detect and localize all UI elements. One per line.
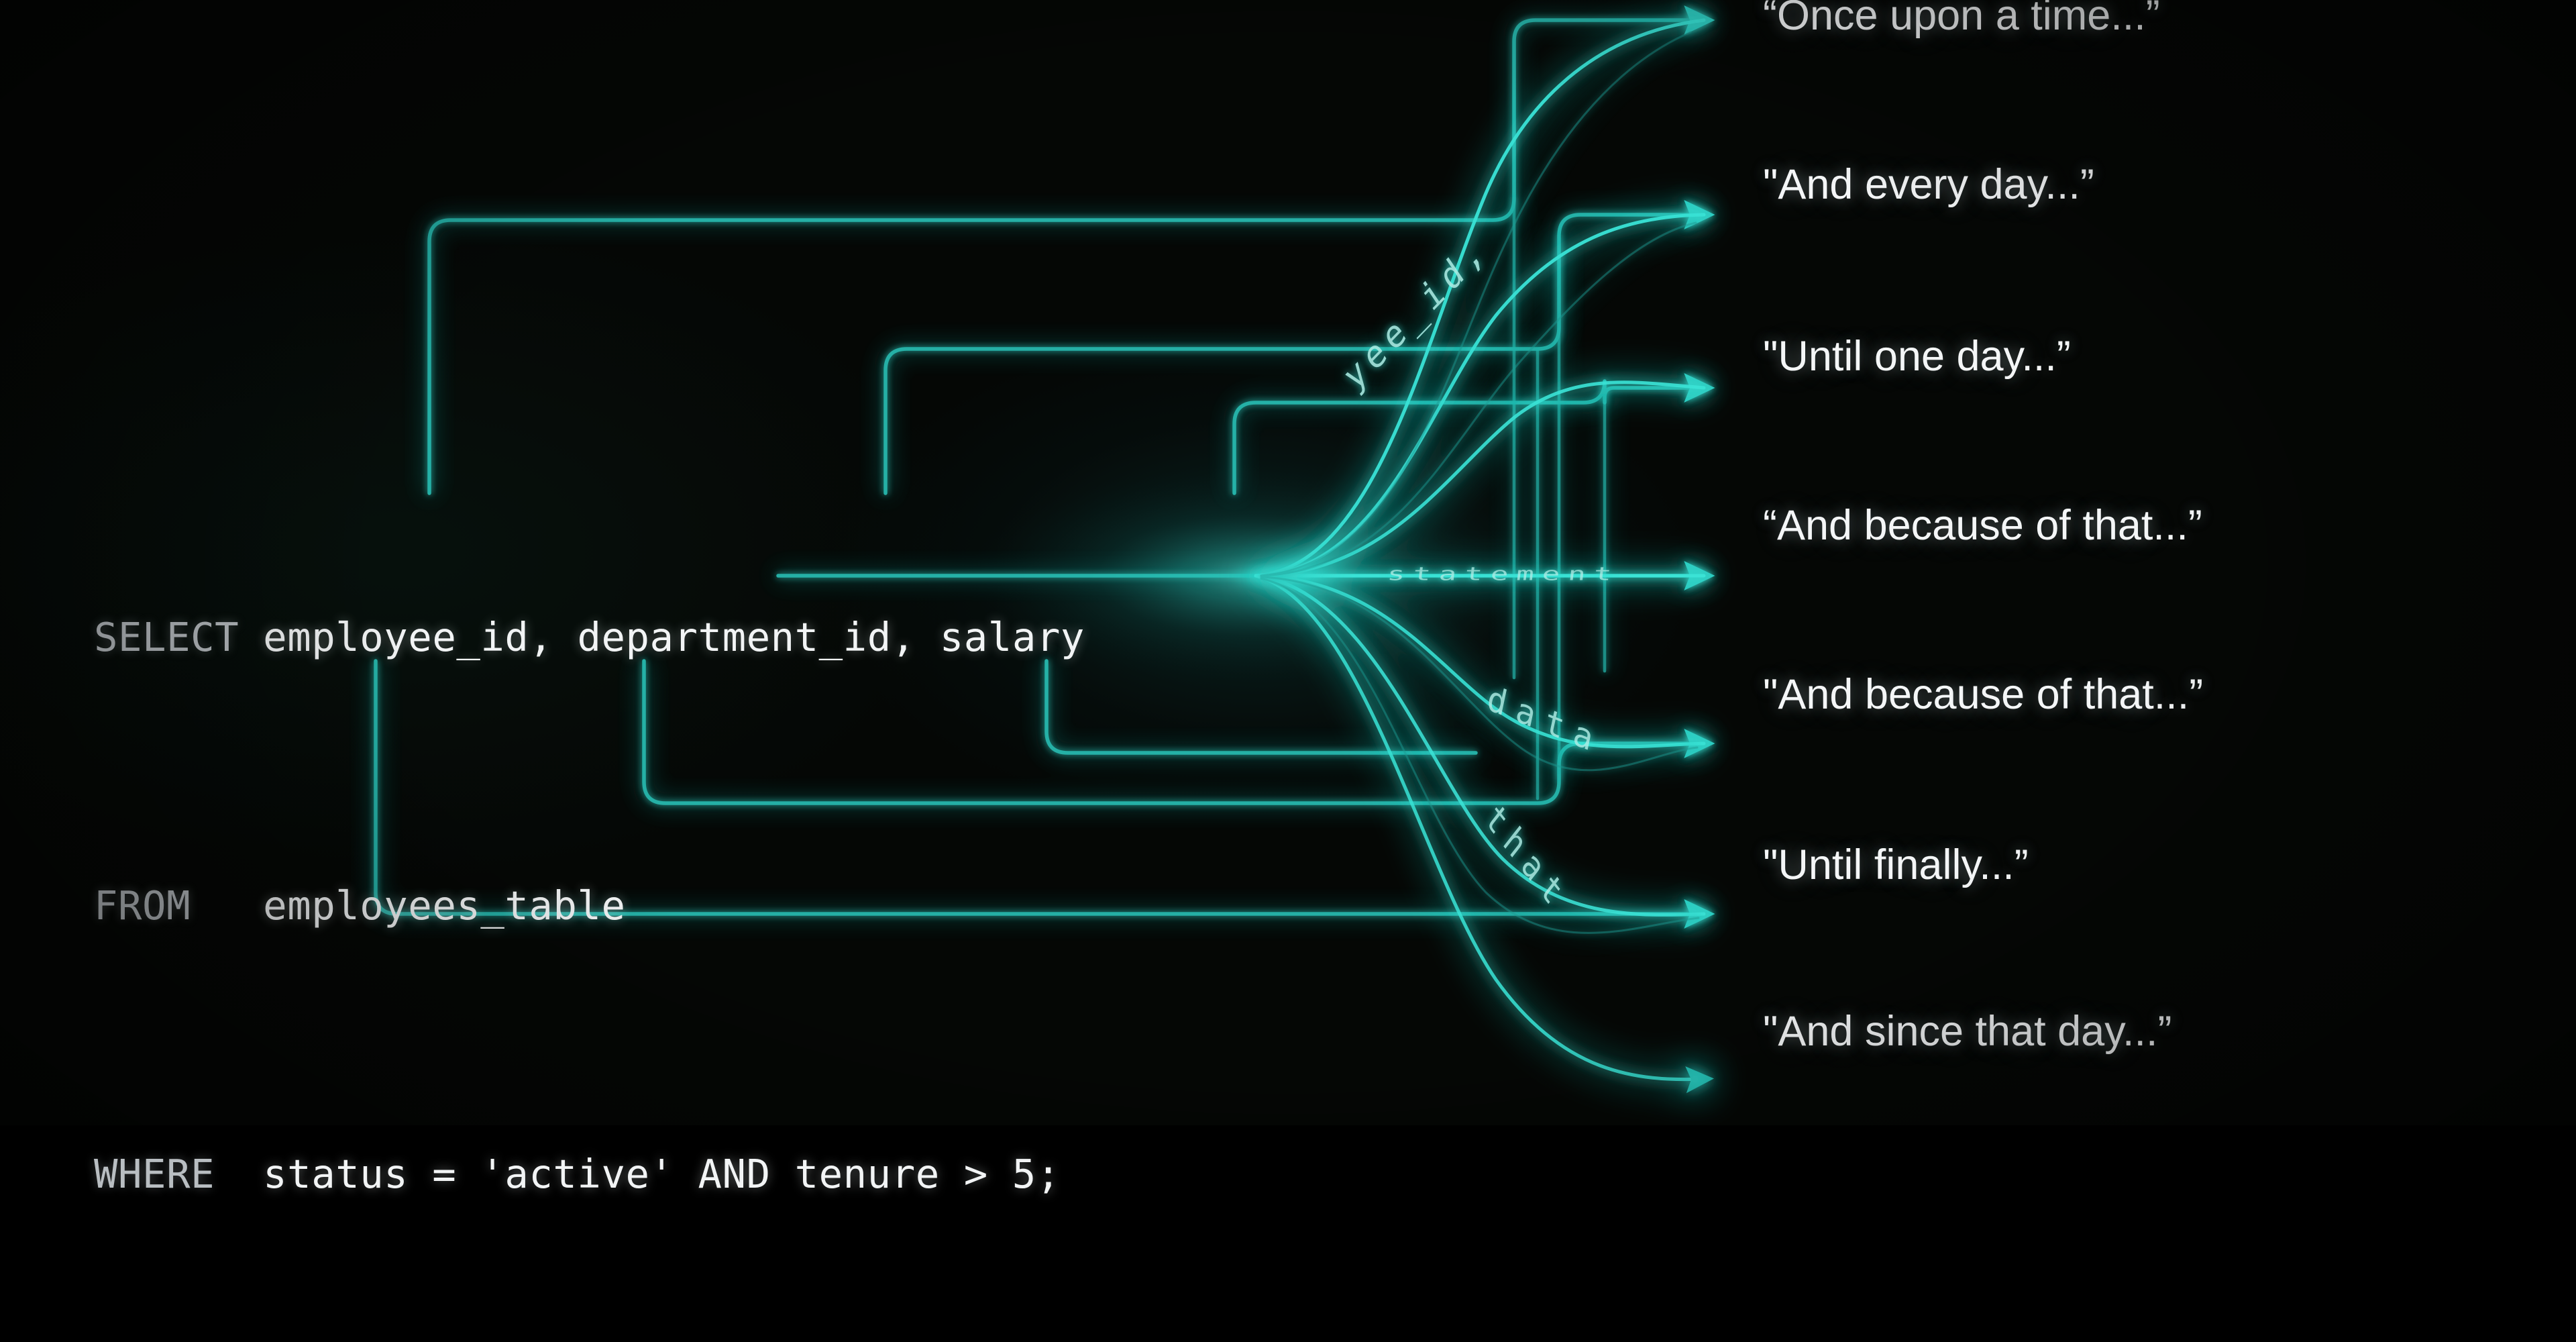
story-text-2: "And every day...”	[1763, 161, 2094, 208]
sql-gap-2	[191, 882, 263, 929]
sql-columns: employee_id, department_id, salary	[263, 614, 1085, 660]
sql-keyword-from: FROM	[94, 882, 191, 929]
sql-gap-3	[215, 1151, 263, 1197]
sql-table: employees_table	[263, 882, 626, 929]
story-line-6: "Until finally...”	[1763, 844, 2029, 886]
story-text-6: "Until finally...”	[1763, 841, 2029, 888]
sql-keyword-where: WHERE	[94, 1151, 215, 1197]
story-line-5: "And because of that...”	[1763, 674, 2203, 716]
sql-line-3: WHERE status = 'active' AND tenure > 5;	[94, 1141, 1085, 1208]
sql-predicate: status = 'active' AND tenure > 5;	[263, 1151, 1061, 1197]
story-line-7: "And since that day...”	[1763, 1011, 2172, 1053]
story-line-4: “And because of that...”	[1763, 505, 2202, 547]
story-line-1: “Once upon a time...”	[1763, 0, 2160, 37]
sql-code-block: SELECT employee_id, department_id, salar…	[94, 470, 1085, 1342]
story-text-5: "And because of that...”	[1763, 671, 2204, 718]
wire-route-2	[883, 200, 1715, 495]
story-text-3: "Until one day...”	[1763, 333, 2071, 380]
sql-line-1: SELECT employee_id, department_id, salar…	[94, 604, 1085, 671]
story-text-7: "And since that day...”	[1763, 1008, 2172, 1055]
story-text-1: “Once upon a time...”	[1763, 0, 2160, 39]
story-line-2: "And every day...”	[1763, 164, 2094, 206]
story-line-3: "Until one day...”	[1763, 336, 2071, 378]
sql-keyword-select: SELECT	[94, 614, 239, 660]
story-text-4: “And because of that...”	[1763, 502, 2202, 549]
sql-line-2: FROM employees_table	[94, 872, 1085, 939]
sql-gap-1	[239, 614, 263, 660]
diagram-stage: yee_id, statement data that SELECT emplo…	[0, 0, 2576, 1197]
